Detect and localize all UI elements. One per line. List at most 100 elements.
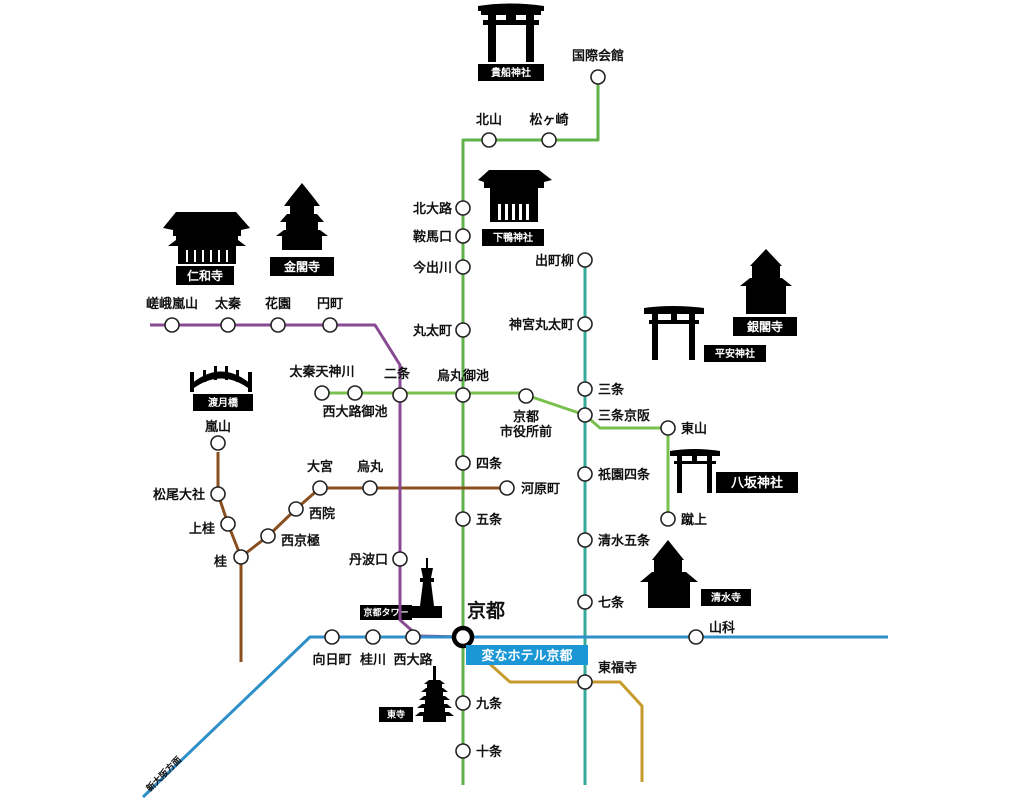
- station-label-shichijo: 七条: [598, 595, 625, 611]
- station-label-shijo: 四条: [476, 456, 503, 472]
- station-label-katsuragawa: 桂川: [359, 652, 386, 668]
- station-marker-sagaarashiyama[interactable]: [164, 317, 180, 333]
- plate-label-kifune: 貴船神社: [491, 66, 531, 79]
- station-label-uzumasa: 太秦: [214, 296, 242, 312]
- station-label-kitayama: 北山: [476, 112, 502, 128]
- station-marker-arashiyama[interactable]: [210, 435, 226, 451]
- plate-heian[interactable]: 平安神社: [704, 345, 766, 362]
- ginkakuji-pavilion-icon: [740, 249, 792, 314]
- plate-label-shimogamo: 下鴨神社: [493, 231, 533, 244]
- plate-label-kyoto_tower: 京都タワー: [363, 607, 408, 619]
- station-marker-hanazono[interactable]: [270, 317, 286, 333]
- station-marker-emmachi[interactable]: [322, 317, 338, 333]
- station-marker-mukomachi[interactable]: [324, 629, 340, 645]
- kyoto-station-marker[interactable]: [451, 625, 475, 649]
- station-label-nijo: 二条: [384, 366, 411, 382]
- station-marker-jingu_marutamachi[interactable]: [577, 316, 593, 332]
- station-marker-kiyomizu_gojo[interactable]: [577, 532, 593, 548]
- line-nara: [462, 638, 644, 782]
- station-marker-keage[interactable]: [660, 511, 676, 527]
- station-marker-matsuo[interactable]: [210, 486, 226, 502]
- plate-kifune[interactable]: 貴船神社: [478, 64, 544, 81]
- station-marker-kitaoji[interactable]: [455, 200, 471, 216]
- station-marker-nishikyogoku[interactable]: [260, 528, 276, 544]
- station-marker-kujo[interactable]: [455, 695, 471, 711]
- station-label-demachiyanagi: 出町柳: [535, 253, 574, 269]
- station-marker-kamikatsura[interactable]: [220, 516, 236, 532]
- plate-kinkakuji[interactable]: 金閣寺: [270, 257, 334, 276]
- hotel-badge[interactable]: 変なホテル京都: [466, 645, 588, 665]
- station-marker-jujo[interactable]: [455, 743, 471, 759]
- station-marker-demachiyanagi[interactable]: [577, 252, 593, 268]
- station-marker-shijo[interactable]: [455, 455, 471, 471]
- station-marker-kuramaguchi[interactable]: [455, 228, 471, 244]
- togetsukyo-bridge-icon: [190, 366, 252, 392]
- station-marker-kawaramachi[interactable]: [499, 480, 515, 496]
- station-label-omiya: 大宮: [307, 459, 333, 475]
- station-label-arashiyama: 嵐山: [204, 419, 231, 435]
- station-marker-katsura[interactable]: [233, 549, 249, 565]
- shimogamo-shrine-icon: [478, 170, 552, 222]
- station-marker-katsuragawa[interactable]: [365, 629, 381, 645]
- station-marker-tambaguchi[interactable]: [392, 551, 408, 567]
- station-marker-higashiyama[interactable]: [660, 420, 676, 436]
- station-label-sagaarashiyama: 嵯峨嵐山: [146, 296, 198, 312]
- kiyomizu-temple-icon: [640, 540, 698, 608]
- station-label-kitaoji: 北大路: [413, 201, 453, 217]
- station-marker-nishioji_oike[interactable]: [347, 385, 363, 401]
- station-marker-matsugasaki[interactable]: [541, 132, 557, 148]
- plate-label-ginkakuji: 銀閣寺: [746, 319, 783, 334]
- station-marker-gion_shijo[interactable]: [577, 466, 593, 482]
- station-label-jingu_marutamachi: 神宮丸太町: [509, 317, 574, 333]
- station-marker-omiya[interactable]: [312, 480, 328, 496]
- hotel-name: 変なホテル京都: [481, 648, 572, 664]
- plate-yasaka[interactable]: 八坂神社: [716, 472, 798, 493]
- plate-togetsukyo[interactable]: 渡月橋: [193, 394, 253, 411]
- station-label-uzumasa_tenjingawa: 太秦天神川: [288, 364, 354, 380]
- station-marker-sanjo_keihan[interactable]: [577, 407, 593, 423]
- plate-ninnaji[interactable]: 仁和寺: [176, 266, 234, 285]
- plate-kyoto_tower[interactable]: 京都タワー: [360, 605, 412, 620]
- heian-torii-icon: [644, 306, 704, 360]
- line-tozai: [322, 391, 670, 520]
- station-label-kiyomizu_gojo: 清水五条: [598, 533, 651, 549]
- station-marker-karasuma_oike[interactable]: [455, 387, 471, 403]
- station-marker-shiyakushomae[interactable]: [518, 388, 534, 404]
- station-label-emmachi: 円町: [317, 297, 343, 312]
- plate-shimogamo[interactable]: 下鴨神社: [482, 229, 544, 246]
- kyoto-station-label: 京都: [467, 599, 505, 622]
- station-marker-uzumasa[interactable]: [220, 317, 236, 333]
- station-label-jujo: 十条: [476, 744, 503, 760]
- station-marker-uzumasa_tenjingawa[interactable]: [314, 385, 330, 401]
- station-marker-saiin[interactable]: [288, 501, 304, 517]
- station-label-marutamachi: 丸太町: [412, 323, 452, 339]
- station-marker-gojo[interactable]: [455, 511, 471, 527]
- kyoto-tower-icon: [412, 558, 442, 618]
- plate-label-heian: 平安神社: [715, 347, 755, 360]
- station-marker-kokusaikaikan[interactable]: [590, 69, 606, 85]
- station-marker-shichijo[interactable]: [577, 594, 593, 610]
- station-marker-marutamachi[interactable]: [455, 322, 471, 338]
- station-marker-tofukuji[interactable]: [577, 674, 593, 690]
- station-marker-kitayama[interactable]: [481, 132, 497, 148]
- station-label-shiyakushomae: 京都: [513, 409, 539, 425]
- station-label-yamashina: 山科: [709, 620, 735, 636]
- station-marker-nishioji[interactable]: [405, 629, 421, 645]
- kinkakuji-pavilion-icon: [276, 183, 328, 250]
- station-marker-sanjo[interactable]: [577, 381, 593, 397]
- station-marker-imadegawa[interactable]: [455, 259, 471, 275]
- station-label-nishioji_oike: 西大路御池: [322, 404, 387, 420]
- station-marker-yamashina[interactable]: [688, 629, 704, 645]
- station-label-matsuo: 松尾大社: [153, 487, 205, 503]
- plate-ginkakuji[interactable]: 銀閣寺: [733, 317, 797, 336]
- station-label-tambaguchi: 丹波口: [349, 552, 388, 568]
- plate-label-kinkakuji: 金閣寺: [283, 259, 320, 274]
- plate-kiyomizu[interactable]: 清水寺: [701, 589, 751, 606]
- yasaka-torii-icon: [670, 449, 720, 493]
- station-marker-nijo[interactable]: [392, 387, 408, 403]
- station-label-gojo: 五条: [476, 512, 503, 528]
- station-label-kuramaguchi: 鞍馬口: [413, 229, 452, 245]
- station-marker-karasuma_hk[interactable]: [362, 480, 378, 496]
- plate-toji[interactable]: 東寺: [379, 707, 413, 722]
